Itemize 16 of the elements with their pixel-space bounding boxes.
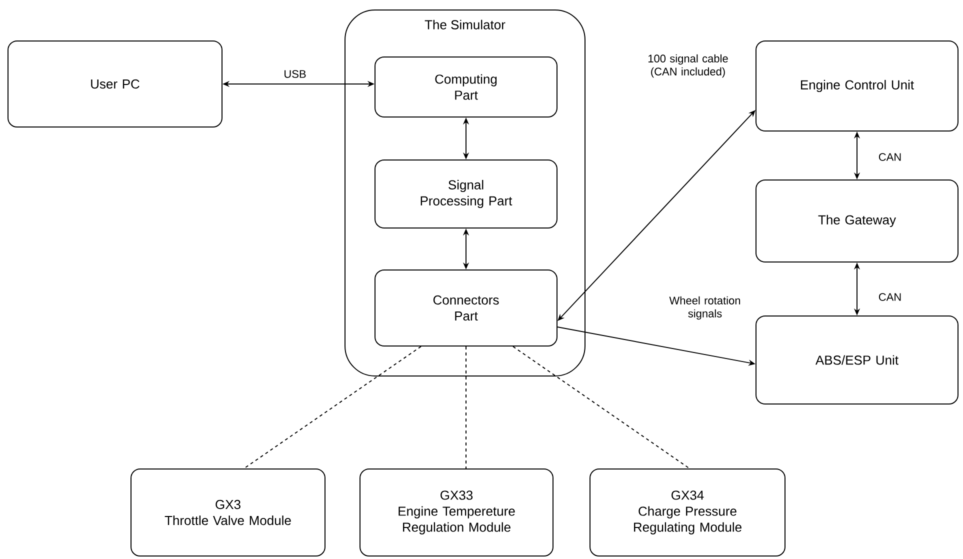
- process-box: GX33 Engine Tempereture Regulation Module: [360, 468, 554, 556]
- edge-label: 100 signal cable (CAN included): [648, 54, 728, 78]
- edge-label: Wheel rotation signals: [669, 296, 740, 320]
- process-box: Engine Control Unit: [756, 40, 958, 132]
- process-box: The Gateway: [756, 180, 958, 262]
- process-box: ABS/ESP Unit: [756, 316, 958, 404]
- process-box: Signal Processing Part: [374, 160, 558, 228]
- process-box: User PC: [8, 40, 222, 128]
- edge-label: CAN: [878, 293, 901, 301]
- process-box: Connectors Part: [374, 270, 558, 346]
- edge-label: USB: [284, 70, 306, 78]
- process-box: Computing Part: [374, 56, 558, 118]
- process-box: GX34 Charge Pressure Regulating Module: [590, 468, 786, 556]
- arrow: [558, 110, 756, 321]
- process-box: GX3 Throttle Valve Module: [130, 468, 326, 556]
- edge-label: CAN: [878, 153, 901, 161]
